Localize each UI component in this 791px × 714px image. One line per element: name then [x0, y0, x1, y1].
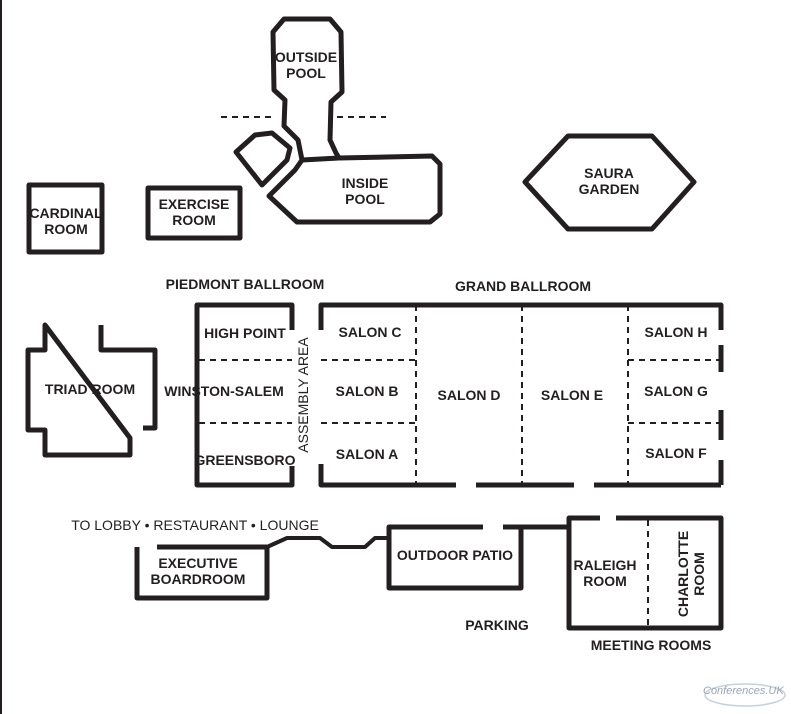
meeting-rooms: RALEIGH ROOM CHARLOTTE ROOM MEETING ROOM…	[566, 515, 724, 653]
outside-pool-outline	[270, 16, 345, 163]
triad-room-label: TRIAD ROOM	[45, 381, 135, 397]
pool-area: OUTSIDE POOL INSIDE POOL	[221, 16, 443, 225]
outside-pool-label-1: OUTSIDE	[275, 49, 337, 65]
room-salon-d: SALON D	[438, 387, 501, 403]
outdoor-patio-label: OUTDOOR PATIO	[397, 547, 513, 563]
executive-boardroom-label-1: EXECUTIVE	[158, 555, 237, 571]
triad-room-outline	[25, 322, 158, 458]
meeting-rooms-label: MEETING ROOMS	[591, 637, 712, 653]
conferences-uk-logo: Conferences.UK	[703, 683, 786, 707]
room-salon-a: SALON A	[336, 446, 398, 462]
grand-ballroom-title: GRAND BALLROOM	[455, 278, 591, 294]
cardinal-room-label-2: ROOM	[44, 221, 88, 237]
saura-garden-outline	[522, 133, 697, 232]
grand-ballroom: SALON C SALON B SALON A SALON D SALON E …	[318, 302, 724, 488]
raleigh-room-label-2: ROOM	[583, 573, 627, 589]
saura-garden-label-1: SAURA	[584, 165, 634, 181]
charlotte-room-label-1: CHARLOTTE	[675, 531, 691, 617]
room-salon-e: SALON E	[541, 387, 603, 403]
exercise-room-label-1: EXERCISE	[159, 196, 230, 212]
inside-pool-label-2: POOL	[345, 191, 385, 207]
meeting-rooms-outline	[566, 515, 724, 631]
inside-pool-outline	[266, 153, 443, 225]
executive-boardroom-outline	[134, 544, 270, 601]
assembly-area-label: ASSEMBLY AREA	[295, 337, 311, 453]
room-high-point: HIGH POINT	[204, 325, 286, 341]
exercise-room-outline	[145, 185, 243, 241]
saura-garden-label-2: GARDEN	[579, 181, 640, 197]
triad-room: TRIAD ROOM	[25, 322, 158, 458]
logo-text: Conferences.UK	[703, 685, 784, 697]
room-salon-b: SALON B	[336, 383, 399, 399]
saura-garden: SAURA GARDEN	[522, 133, 697, 232]
exercise-room: EXERCISE ROOM	[145, 185, 243, 241]
charlotte-room-label-2: ROOM	[691, 552, 707, 596]
outdoor-patio-outline	[386, 524, 524, 591]
cardinal-room-label-1: CARDINAL	[29, 205, 103, 221]
piedmont-ballroom: HIGH POINT WINSTON-SALEM GREENSBORO ASSE…	[164, 302, 311, 488]
room-salon-c: SALON C	[339, 324, 402, 340]
executive-boardroom-label-2: BOARDROOM	[151, 571, 246, 587]
exercise-room-label-2: ROOM	[172, 212, 216, 228]
room-salon-f: SALON F	[645, 445, 707, 461]
piedmont-ballroom-title: PIEDMONT BALLROOM	[166, 276, 325, 292]
raleigh-room-label-1: RALEIGH	[574, 557, 637, 573]
outside-pool-label-2: POOL	[286, 65, 326, 81]
executive-boardroom: EXECUTIVE BOARDROOM	[134, 536, 389, 601]
inside-pool-label-1: INSIDE	[342, 175, 389, 191]
corridor-to-patio	[266, 536, 389, 549]
room-salon-g: SALON G	[644, 383, 708, 399]
room-winston-salem: WINSTON-SALEM	[164, 383, 284, 399]
grand-ballroom-bottom-wall	[318, 464, 721, 488]
room-greensboro: GREENSBORO	[194, 452, 295, 468]
hot-tub-outline	[233, 130, 293, 188]
outdoor-patio: OUTDOOR PATIO	[386, 524, 569, 591]
room-salon-h: SALON H	[645, 324, 708, 340]
logo-swoosh	[704, 683, 786, 707]
cardinal-room-outline	[26, 182, 105, 255]
piedmont-ballroom-outline	[194, 302, 295, 488]
to-lobby-label: TO LOBBY • RESTAURANT • LOUNGE	[71, 517, 319, 533]
parking-label: PARKING	[465, 617, 529, 633]
cardinal-room: CARDINAL ROOM	[26, 182, 105, 255]
